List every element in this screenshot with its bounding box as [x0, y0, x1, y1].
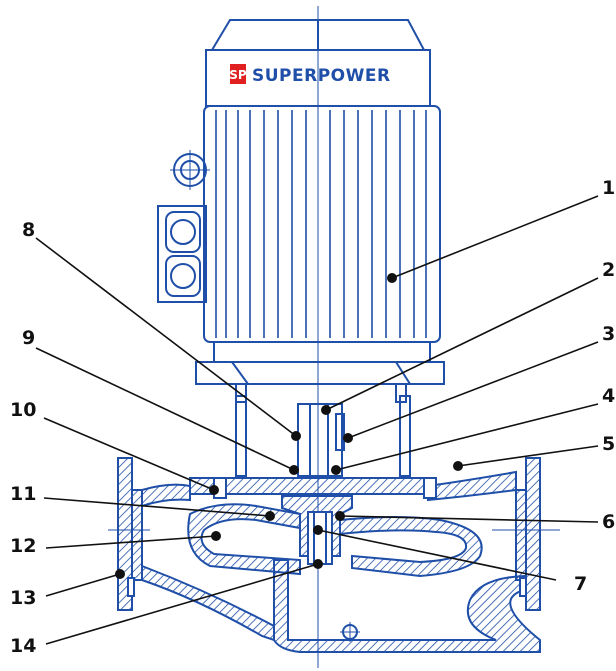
brand-logo-icon: [230, 64, 246, 84]
callout-dot-1: [387, 273, 397, 283]
callout-dot-9: [289, 465, 299, 475]
callout-labels: 1 2 3 4 5 6 7 8 9 10 11 12 13 14: [10, 177, 615, 657]
callout-dot-7: [313, 525, 323, 535]
callout-dot-3: [343, 433, 353, 443]
callout-dot-5: [453, 461, 463, 471]
callout-label-12: 12: [10, 535, 36, 557]
callout-label-8: 8: [22, 219, 35, 241]
callout-label-4: 4: [602, 385, 615, 407]
callout-dot-14: [313, 559, 323, 569]
callout-label-1: 1: [602, 177, 615, 199]
callout-dot-11: [265, 511, 275, 521]
callout-label-7: 7: [574, 573, 587, 595]
callout-dot-13: [115, 569, 125, 579]
callout-label-3: 3: [602, 323, 615, 345]
brand-plate: SP SUPERPOWER: [229, 64, 390, 86]
callout-dot-8: [291, 431, 301, 441]
brand-logo-mark: SP: [229, 68, 247, 82]
motor: [157, 19, 445, 403]
callout-leaders: [35, 195, 599, 645]
pump-casing: [117, 457, 541, 653]
callout-label-2: 2: [602, 259, 615, 281]
callout-label-14: 14: [10, 635, 36, 657]
callout-dot-4: [331, 465, 341, 475]
callout-label-13: 13: [10, 587, 36, 609]
callout-label-5: 5: [602, 433, 615, 455]
callout-label-6: 6: [602, 511, 615, 533]
callout-label-9: 9: [22, 327, 35, 349]
callout-dot-2: [321, 405, 331, 415]
callout-dot-6: [335, 511, 345, 521]
callout-dots: [115, 273, 463, 579]
callout-dot-12: [211, 531, 221, 541]
callout-label-11: 11: [10, 483, 36, 505]
brand-name: SUPERPOWER: [252, 66, 391, 86]
callout-dot-10: [209, 485, 219, 495]
callout-label-10: 10: [10, 399, 36, 421]
